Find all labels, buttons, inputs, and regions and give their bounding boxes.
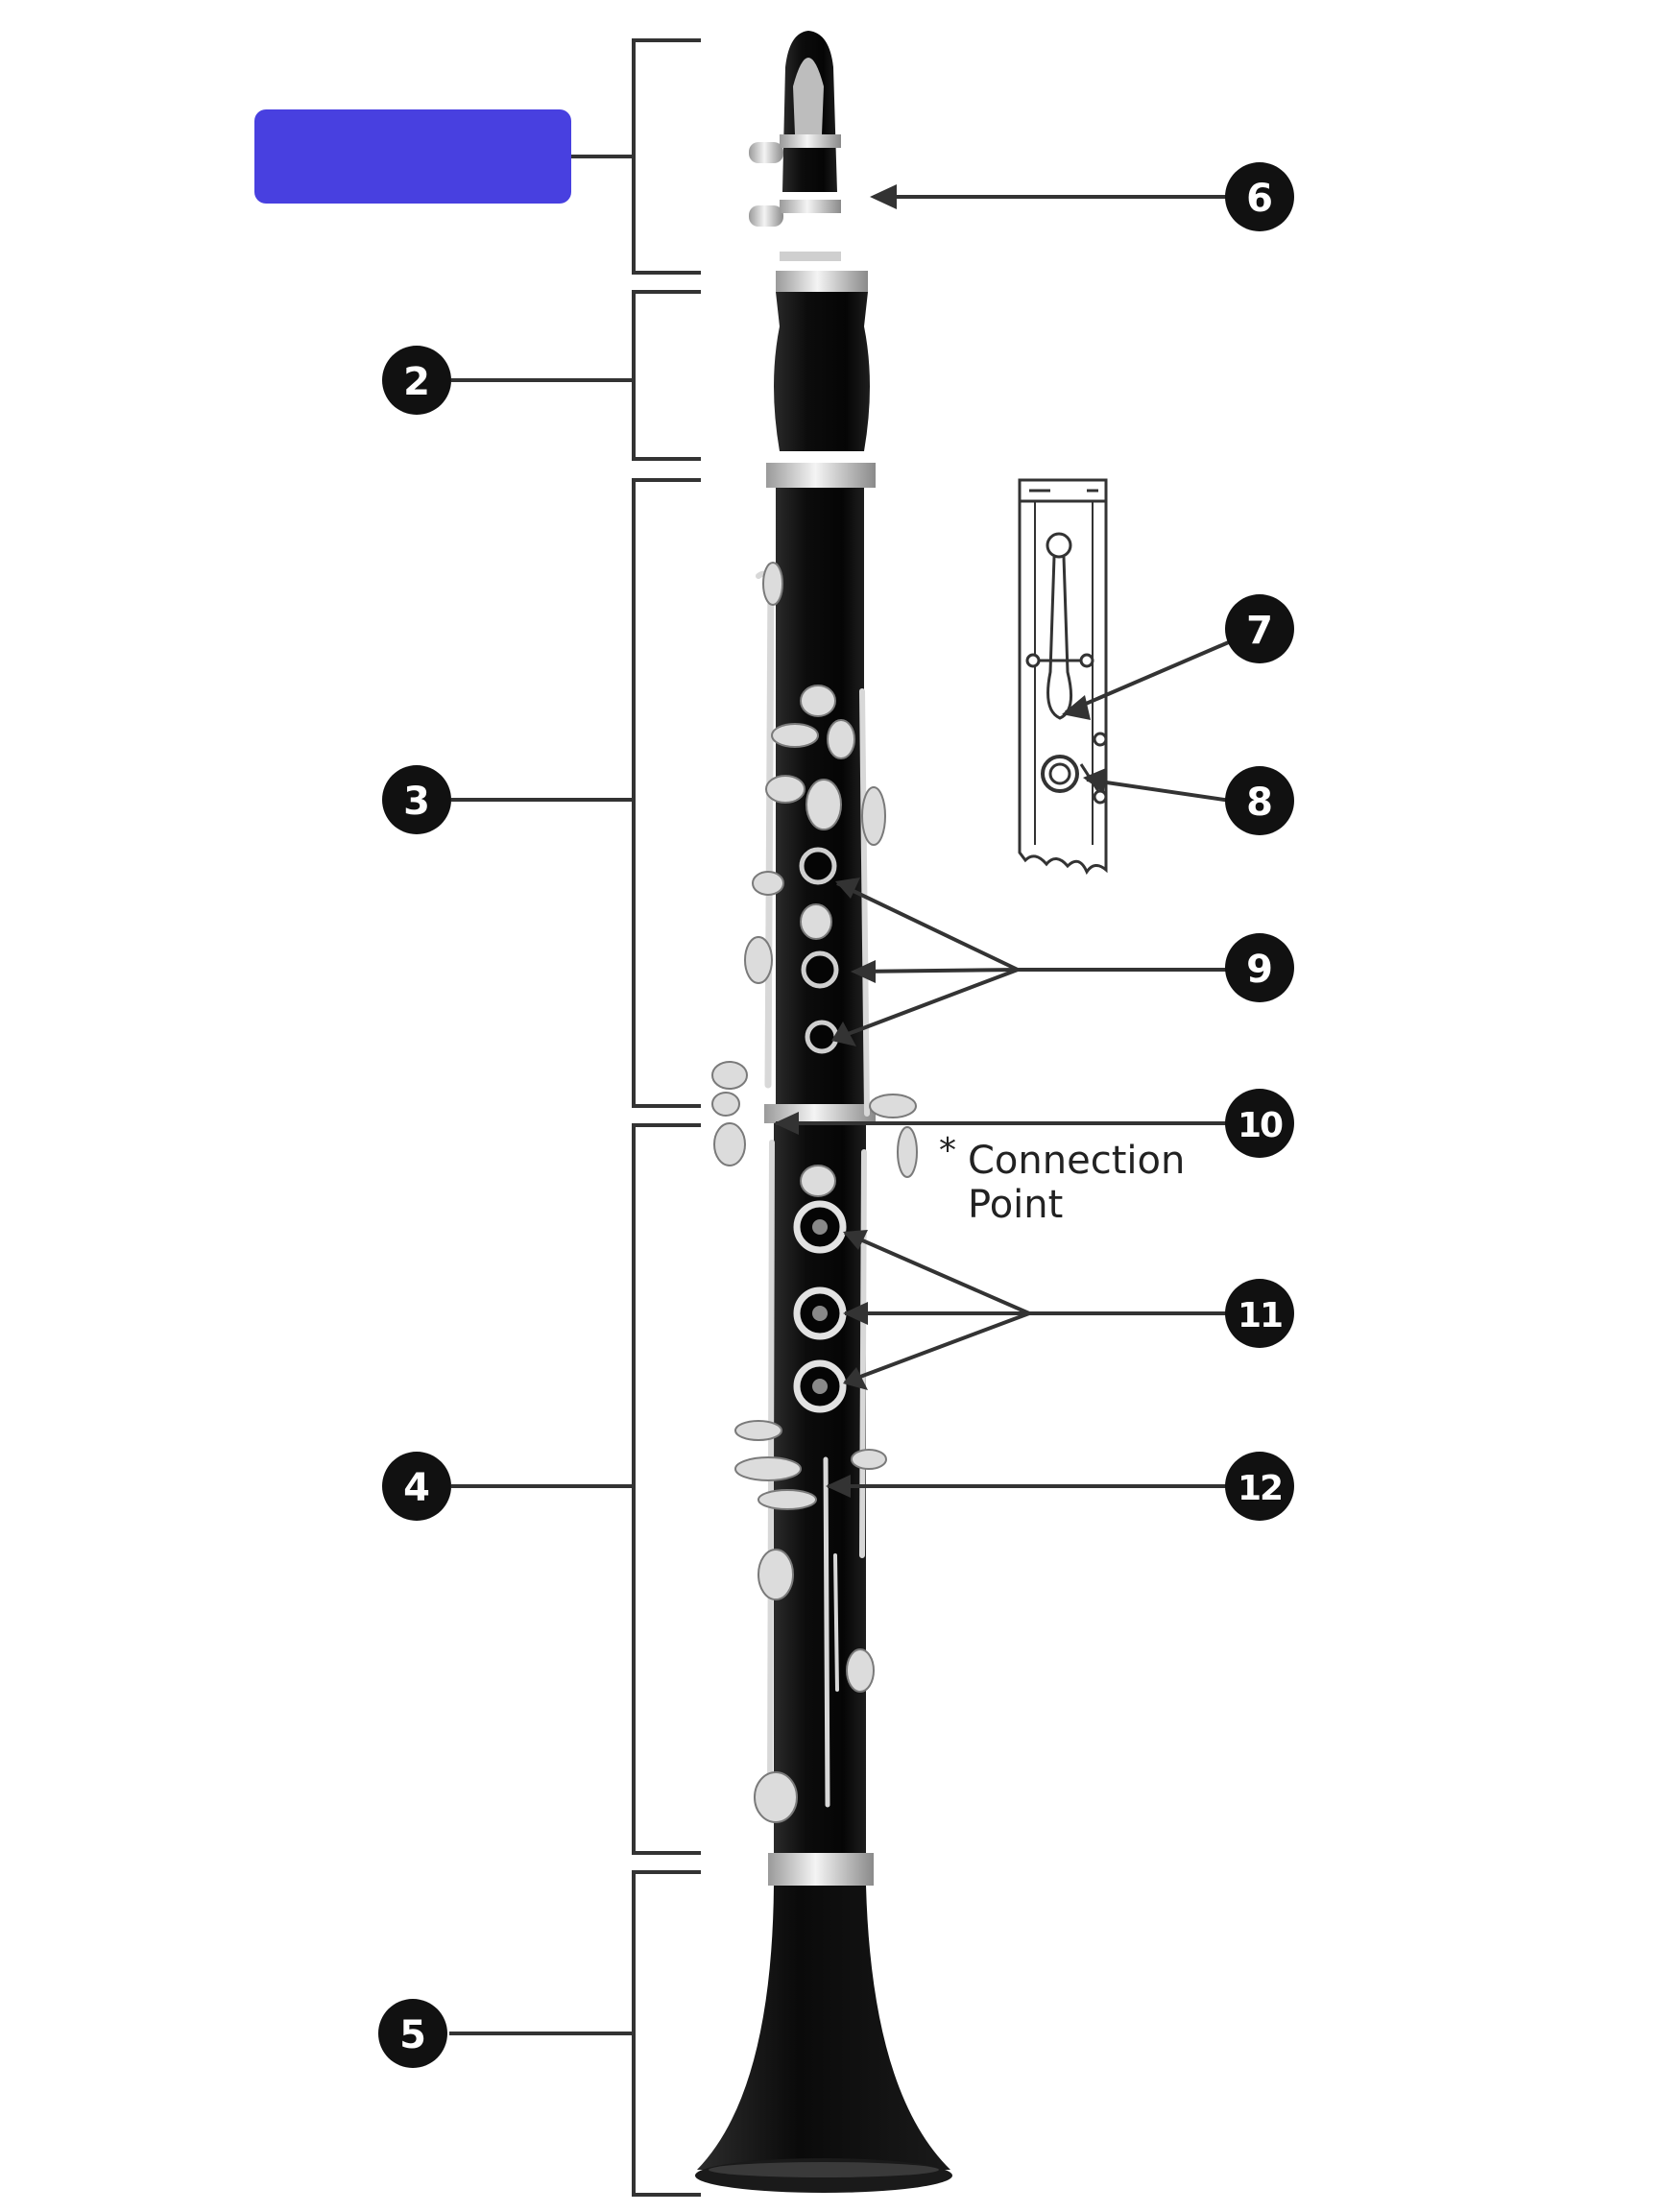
callout-10: 10: [1225, 1089, 1294, 1158]
connection-point-note: * Connection Point: [939, 1131, 1185, 1227]
callout-3: 3: [382, 765, 451, 834]
callout-4: 4: [382, 1452, 451, 1521]
callout-12: 12: [1225, 1452, 1294, 1521]
callout-9: 9: [1225, 933, 1294, 1002]
callout-5: 5: [378, 1999, 447, 2068]
callout-11-label: 11: [1238, 1296, 1282, 1335]
callout-4-label: 4: [403, 1466, 430, 1510]
callout-7: 7: [1225, 594, 1294, 663]
bracket-barrel: [632, 290, 701, 461]
callout-7-label: 7: [1246, 609, 1273, 653]
note-line-2: Point: [968, 1183, 1063, 1227]
right-leader-lines: [776, 195, 1232, 1488]
bracket-lower-joint: [632, 1123, 701, 1855]
callout-2: 2: [382, 346, 451, 415]
arrowheads: [774, 184, 1106, 1498]
callout-9-label: 9: [1246, 948, 1273, 992]
callout-10-label: 10: [1238, 1106, 1283, 1145]
section-brackets: [632, 38, 701, 2197]
upper-tone-holes: [799, 847, 839, 1054]
left-leader-lines: [449, 155, 634, 2035]
callout-8-label: 8: [1246, 781, 1273, 825]
callout-6: 6: [1225, 162, 1294, 231]
callout-3-label: 3: [403, 780, 430, 824]
callout-6-label: 6: [1246, 177, 1273, 221]
reed: [793, 58, 824, 134]
callout-11: 11: [1225, 1279, 1294, 1348]
register-key-inset: [1018, 478, 1108, 876]
callout-12-label: 12: [1238, 1469, 1282, 1508]
callout-8: 8: [1225, 766, 1294, 835]
bracket-bell: [632, 1870, 701, 2197]
masked-label-box: [254, 109, 571, 204]
bell: [697, 1886, 950, 2170]
callout-5-label: 5: [399, 2013, 426, 2057]
barrel: [774, 292, 870, 451]
callout-2-label: 2: [403, 360, 430, 404]
bracket-mouthpiece: [632, 38, 701, 275]
note-asterisk: *: [939, 1131, 956, 1170]
bracket-upper-joint: [632, 478, 701, 1108]
clarinet-illustration: [695, 31, 952, 2193]
note-line-1: Connection: [968, 1139, 1185, 1183]
